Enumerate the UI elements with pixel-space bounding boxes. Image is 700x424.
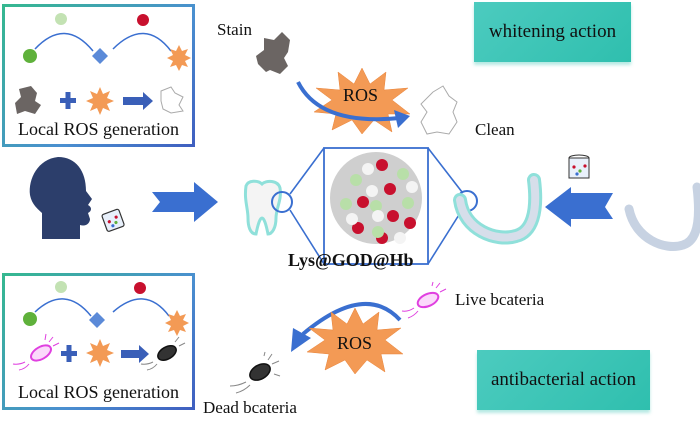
human-head-icon [29,157,92,239]
mechanism-cascade [23,13,191,71]
curve-arrow-1 [34,298,92,317]
ros-burst-icon [167,45,191,71]
enzyme-diamond [92,48,108,64]
dead-bacteria-icon [140,336,186,371]
ros-burst-icon [86,87,114,115]
ros-burst-icon [165,310,189,336]
antibacterial-action-label: antibacterial action [490,369,637,390]
whitening-action-box: whitening action [474,2,631,62]
beaker-icon [101,208,125,232]
clean-outline-icon [420,85,458,135]
beaker-icon [568,154,590,179]
arrow-left-icon [545,187,613,227]
plus-icon-v [65,92,71,109]
curve-arrow-2 [112,32,172,52]
aligner-coated-icon [453,173,543,245]
live-bacteria-icon [401,281,447,319]
tooth-icon [243,179,282,236]
enzyme-diamond [89,312,105,328]
stain-icon [256,32,290,74]
aligner-icon [624,182,700,251]
bottom-mechanism-panel: Local ROS generation [2,273,195,410]
nanoparticle-label: Lys@GOD@Hb [288,250,414,270]
stain-label: Stain [217,20,252,39]
particle-white [346,163,418,244]
top-mechanism-panel: Local ROS generation [2,4,195,147]
nanoparticle-icon [330,152,422,244]
oxygen-sphere [55,281,67,293]
arrow-right-icon [121,345,149,363]
mechanism-cascade [23,281,189,336]
curved-arrow-icon [296,81,410,128]
glucose-sphere [23,49,37,63]
glucose-sphere [23,312,37,326]
oxygen-sphere [55,13,67,25]
ros-label-whitening: ROS [343,85,379,105]
ros-label-antibacterial: ROS [337,333,373,353]
clean-stain-outline-icon [160,86,184,114]
plus-icon-v [66,345,72,362]
arrow-right-icon [152,182,218,222]
ros-burst-icon [306,307,404,375]
dead-bacteria-icon [229,351,281,394]
antibacterial-reaction-row [12,333,186,371]
particle-red [352,159,416,244]
curved-arrow-icon [291,301,402,352]
particle-green [340,168,414,238]
curve-arrow-2 [112,298,170,317]
red-sphere [137,14,149,26]
red-sphere [134,282,146,294]
curve-arrow-1 [34,32,94,52]
live-bacteria-label: Live bcateria [455,290,545,309]
live-bacteria-icon [12,333,60,371]
whitening-reaction-row [15,86,184,115]
arrow-right-icon [123,92,153,110]
ros-burst-icon [86,339,114,367]
antibacterial-action-box: antibacterial action [477,350,650,410]
bottom-panel-caption: Local ROS generation [18,382,179,402]
whitening-action-label: whitening action [488,21,617,42]
stain-icon [15,86,41,114]
top-panel-caption: Local ROS generation [18,119,179,139]
dead-bacteria-label: Dead bcateria [203,398,297,417]
clean-label: Clean [475,120,515,139]
